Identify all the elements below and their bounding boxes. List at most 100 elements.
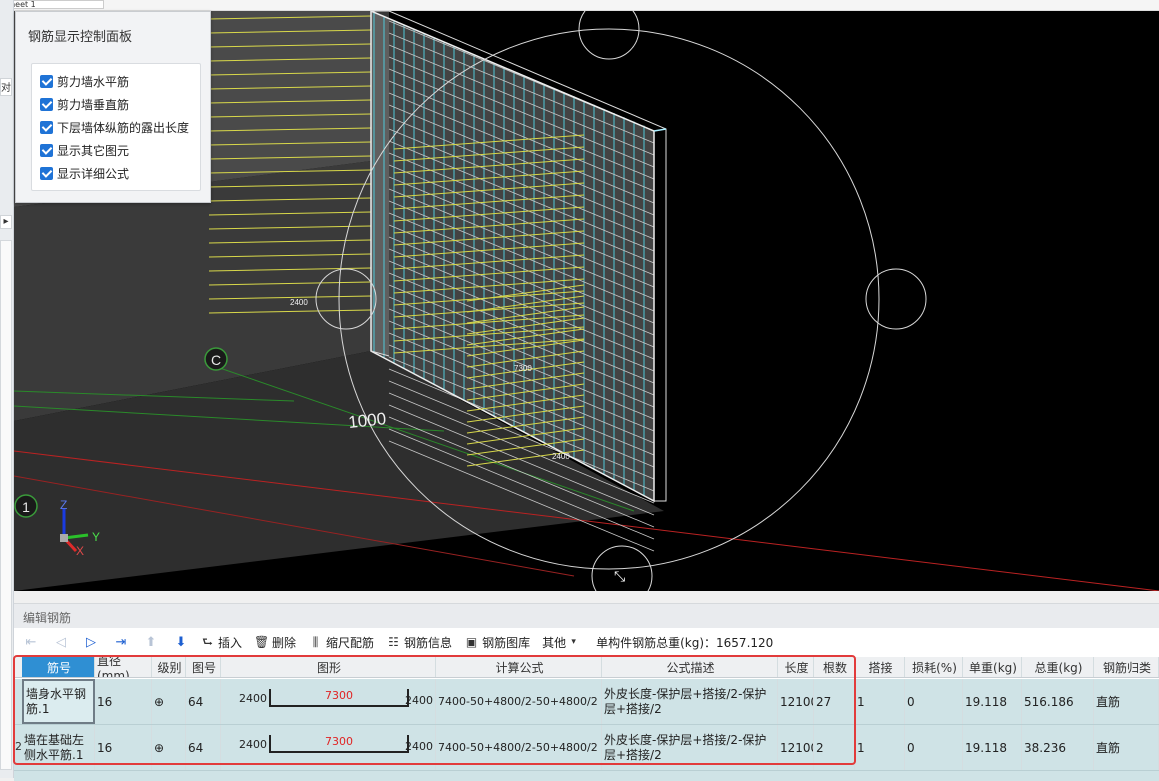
previous-record-icon[interactable]: ◁: [56, 634, 66, 650]
cell-desc[interactable]: 外皮长度-保护层+搭接/2-保护层+搭接/2: [602, 679, 778, 724]
last-record-icon[interactable]: ⇥: [115, 634, 127, 650]
shape-mid-length: 7300: [325, 735, 353, 748]
cell-diameter[interactable]: 16: [95, 725, 152, 770]
cell-count[interactable]: 27: [814, 679, 855, 724]
editor-title: 编辑钢筋: [23, 611, 72, 625]
cell-category[interactable]: 直筋: [1094, 725, 1159, 770]
cell-lap[interactable]: 1: [855, 679, 905, 724]
rebar-line: [208, 309, 372, 314]
rebar-line: [388, 188, 655, 300]
option-wall-vertical-rebar[interactable]: 剪力墙垂直筋: [40, 95, 129, 113]
cell-fig[interactable]: 64: [186, 679, 221, 724]
cell-length[interactable]: 12100: [778, 725, 814, 770]
rebar-line: [388, 344, 655, 456]
checkbox-icon[interactable]: [40, 143, 53, 157]
table-row[interactable]: 2 墙在基础左侧水平筋.1 16 ⊕ 64 2400 7300 2400 740…: [14, 725, 1159, 771]
3d-viewport[interactable]: C 1 1000 2400 2400 7300 Z Y X ⤡: [14, 11, 1159, 591]
checkbox-icon[interactable]: [40, 120, 53, 134]
rebar-line: [388, 56, 655, 168]
cell-unit-weight[interactable]: 19.118: [963, 679, 1022, 724]
cell-loss[interactable]: 0: [905, 725, 963, 770]
col-header[interactable]: 公式描述: [602, 657, 778, 677]
col-header[interactable]: 计算公式: [436, 657, 602, 677]
col-header[interactable]: 长度: [778, 657, 814, 677]
other-dropdown[interactable]: 其他▾: [542, 634, 584, 651]
cell-fig[interactable]: 64: [186, 725, 221, 770]
cell-grade[interactable]: ⊕: [152, 725, 186, 770]
rebar-line: [208, 239, 372, 244]
option-show-other-elements[interactable]: 显示其它图元: [40, 141, 129, 159]
table-row-partial[interactable]: [14, 771, 1159, 781]
cell-shape[interactable]: 2400 7300 2400: [221, 679, 436, 724]
rebar-line: [466, 295, 585, 313]
cell-loss[interactable]: 0: [905, 679, 963, 724]
move-down-icon[interactable]: ⬇: [175, 634, 187, 650]
first-record-icon[interactable]: ⇤: [25, 634, 37, 650]
option-label: 剪力墙垂直筋: [57, 97, 130, 112]
cell-grade[interactable]: ⊕: [152, 679, 186, 724]
option-show-detailed-formula[interactable]: 显示详细公式: [40, 164, 129, 182]
rebar-line: [208, 295, 372, 300]
cell-name[interactable]: 墙身水平钢筋.1: [22, 679, 95, 724]
rebar-line: [208, 127, 372, 132]
axis-x-label: X: [76, 544, 84, 558]
cell-formula[interactable]: 7400-50+4800/2-50+4800/2: [436, 679, 602, 724]
move-up-icon[interactable]: ⬆: [145, 634, 157, 650]
editor-toolbar: ⇤ ◁ ▷ ⇥ ⬆ ⬇ ⮑插入 🗑删除 ⫼缩尺配筋 ☷钢筋信息 ▣钢筋图库 其他…: [14, 629, 1159, 655]
cell-total-weight[interactable]: 38.236: [1022, 725, 1094, 770]
cell-shape[interactable]: 2400 7300 2400: [221, 725, 436, 770]
table-row[interactable]: 墙身水平钢筋.1 16 ⊕ 64 2400 7300 2400 7400-50+…: [14, 679, 1159, 725]
checkbox-icon[interactable]: [40, 166, 53, 180]
left-collapse-arrow-icon[interactable]: ▸: [0, 215, 12, 229]
rebar-line: [466, 416, 585, 434]
cell-diameter[interactable]: 16: [95, 679, 152, 724]
col-header[interactable]: 级别: [152, 657, 186, 677]
checkbox-icon[interactable]: [40, 74, 53, 88]
option-lower-wall-exposed-length[interactable]: 下层墙体纵筋的露出长度: [40, 118, 189, 136]
col-header[interactable]: 总重(kg): [1022, 657, 1094, 677]
scale-rebar-button[interactable]: ⫼缩尺配筋: [308, 634, 374, 651]
cell-formula[interactable]: 7400-50+4800/2-50+4800/2: [436, 725, 602, 770]
top-left-field[interactable]: Sheet 1: [2, 0, 104, 9]
left-tab[interactable]: 对: [0, 78, 12, 96]
checkbox-icon[interactable]: [40, 97, 53, 111]
rebar-line: [393, 218, 585, 234]
collapse-arrows-icon[interactable]: ⤡: [614, 569, 625, 585]
cell-unit-weight[interactable]: 19.118: [963, 725, 1022, 770]
cell-desc[interactable]: 外皮长度-保护层+搭接/2-保护层+搭接/2: [602, 725, 778, 770]
col-header[interactable]: 搭接: [855, 657, 905, 677]
rebar-line: [208, 43, 372, 48]
rebar-line: [393, 134, 585, 150]
left-pane: [0, 240, 12, 770]
cell-name[interactable]: 墙在基础左侧水平筋.1: [22, 725, 95, 770]
rebar-line: [208, 183, 372, 188]
option-wall-horizontal-rebar[interactable]: 剪力墙水平筋: [40, 72, 129, 90]
delete-button[interactable]: 🗑删除: [254, 634, 296, 651]
insert-button[interactable]: ⮑插入: [200, 634, 242, 651]
col-header[interactable]: 损耗(%): [905, 657, 963, 677]
rebar-line: [388, 128, 655, 240]
col-header[interactable]: 根数: [814, 657, 855, 677]
col-header[interactable]: 筋号: [22, 657, 95, 677]
cell-category[interactable]: 直筋: [1094, 679, 1159, 724]
rebar-info-button[interactable]: ☷钢筋信息: [386, 634, 452, 651]
cell-lap[interactable]: 1: [855, 725, 905, 770]
rebar-line: [388, 248, 655, 360]
rebar-line: [208, 253, 372, 258]
rebar-line: [208, 225, 372, 230]
col-header[interactable]: 图号: [186, 657, 221, 677]
col-header[interactable]: 单重(kg): [963, 657, 1022, 677]
scale-icon: ⫼: [312, 635, 319, 649]
cell-total-weight[interactable]: 516.186: [1022, 679, 1094, 724]
col-header[interactable]: 钢筋归类: [1094, 657, 1159, 677]
next-record-icon[interactable]: ▷: [86, 634, 96, 650]
shape-left-length: 2400: [239, 692, 267, 705]
insert-icon: ⮑: [202, 635, 213, 649]
cell-length[interactable]: 12100: [778, 679, 814, 724]
cell-count[interactable]: 2: [814, 725, 855, 770]
rebar-line: [393, 338, 585, 354]
col-header[interactable]: 图形: [221, 657, 436, 677]
rebar-line: [393, 182, 585, 198]
rebar-library-button[interactable]: ▣钢筋图库: [464, 634, 530, 651]
col-header[interactable]: 直径(mm): [95, 657, 152, 677]
